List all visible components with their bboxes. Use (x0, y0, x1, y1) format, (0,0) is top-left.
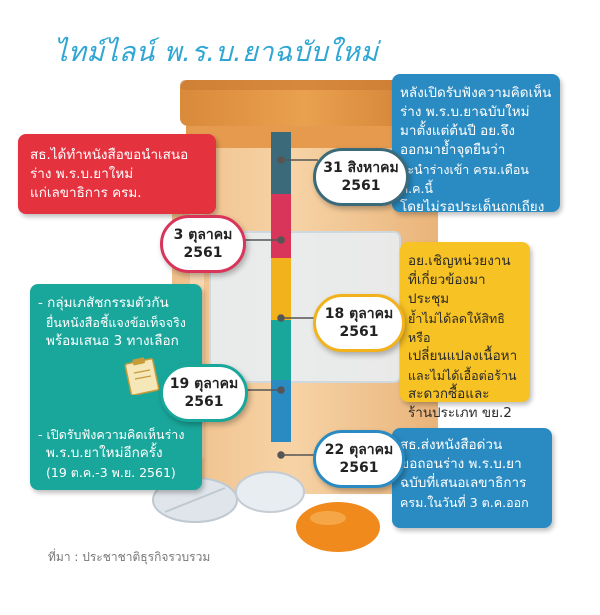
date-year: 2561 (339, 460, 379, 476)
date-year: 2561 (339, 324, 379, 340)
event-text-line: จะนำร่างเข้า ครม.เดือน ต.ค.นี้ (400, 162, 529, 196)
event-text-line: โดยไม่รอประเด็นถกเถียง (400, 199, 545, 215)
page-title: ไทม์ไลน์ พ.ร.บ.ยาฉบับใหม่ (54, 37, 379, 68)
date-badge-18-oct: 18 ตุลาคม 2561 (313, 294, 405, 352)
date-day-month: 19 ตุลาคม (169, 376, 239, 392)
event-text-line: และไม่ได้เอื้อต่อร้าน (408, 368, 517, 383)
event-text-line: (19 ต.ค.-3 พ.ย. 2561) (46, 465, 176, 480)
clipboard-icon (124, 357, 160, 395)
event-text-line: มาตั้งแต่ต้นปี อย.จึง (400, 123, 515, 139)
event-bullet-1: - กลุ่มเภสัชกรรมตัวกัน ยื่นหนังสือชี้แจง… (38, 294, 194, 351)
event-text-line: อย.เชิญหน่วยงาน (408, 253, 511, 269)
date-year: 2561 (184, 394, 224, 410)
event-text-line: ยื่นหนังสือชี้แจงข้อเท็จจริง (46, 315, 186, 330)
event-text-line: สะดวกซื้อและ (408, 386, 490, 402)
date-badge-19-oct: 19 ตุลาคม 2561 (160, 364, 248, 422)
event-text-line: - กลุ่มเภสัชกรรมตัวกัน (38, 295, 169, 311)
event-3-oct-box: สธ.ได้ทำหนังสือขอนำเสนอ ร่าง พ.ร.บ.ยาใหม… (18, 134, 216, 214)
event-text-line: ออกมาย้ำจุดยืนว่า (400, 142, 506, 158)
event-text-line: พ.ร.บ.ยาใหม่อีกครั้ง (46, 445, 163, 461)
event-31-aug-box: หลังเปิดรับฟังความคิดเห็น ร่าง พ.ร.บ.ยาฉ… (392, 74, 560, 215)
date-badge-31-aug: 31 สิงหาคม 2561 (313, 148, 409, 206)
date-badge-22-oct: 22 ตุลาคม 2561 (313, 430, 405, 488)
pill-white-2 (235, 471, 305, 513)
event-22-oct-box: สธ.ส่งหนังสือด่วน ขอถอนร่าง พ.ร.บ.ยา ฉบั… (392, 428, 552, 528)
event-bullet-2: - เปิดรับฟังความคิดเห็นร่าง พ.ร.บ.ยาใหม่… (38, 425, 194, 482)
event-18-oct-box: อย.เชิญหน่วยงาน ที่เกี่ยวข้องมาประชุม ย้… (400, 242, 530, 421)
date-badge-3-oct: 3 ตุลาคม 2561 (160, 215, 246, 273)
event-text-line: เปลี่ยนแปลงเนื้อหา (408, 348, 518, 364)
event-text-line: ขอถอนร่าง พ.ร.บ.ยา (400, 456, 522, 472)
date-year: 2561 (341, 178, 381, 194)
bottle-lid (180, 80, 430, 126)
event-text-line: ครม.ในวันที่ 3 ต.ค.ออก (400, 495, 529, 510)
date-year: 2561 (183, 245, 223, 261)
event-text-line: ฉบับที่เสนอเลขาธิการ (400, 475, 527, 491)
event-text-line: หลังเปิดรับฟังความคิดเห็น (400, 85, 552, 101)
event-text-line: ร่าง พ.ร.บ.ยาใหม่ (30, 166, 134, 182)
event-text-line: พร้อมเสนอ 3 ทางเลือก (46, 333, 179, 349)
date-day-month: 3 ตุลาคม (173, 227, 233, 243)
event-text-line: ย้ำไม่ได้ลดให้สิทธิหรือ (408, 311, 505, 345)
event-text-line: ที่เกี่ยวข้องมาประชุม (408, 272, 486, 307)
source-credit: ที่มา : ประชาชาติธุรกิจรวบรวม (48, 550, 211, 564)
date-day-month: 18 ตุลาคม (324, 306, 394, 322)
event-text-line: ร้านประเภท ขย.2 (408, 405, 512, 421)
event-text-line: สธ.ได้ทำหนังสือขอนำเสนอ (30, 147, 189, 163)
date-day-month: 22 ตุลาคม (324, 442, 394, 458)
event-text-line: สธ.ส่งหนังสือด่วน (400, 437, 503, 453)
event-text-line: ร่าง พ.ร.บ.ยาฉบับใหม่ (400, 104, 530, 120)
event-text-line: แก่เลขาธิการ ครม. (30, 185, 142, 201)
date-day-month: 31 สิงหาคม (323, 160, 399, 176)
event-text-line: - เปิดรับฟังความคิดเห็นร่าง (38, 427, 185, 442)
